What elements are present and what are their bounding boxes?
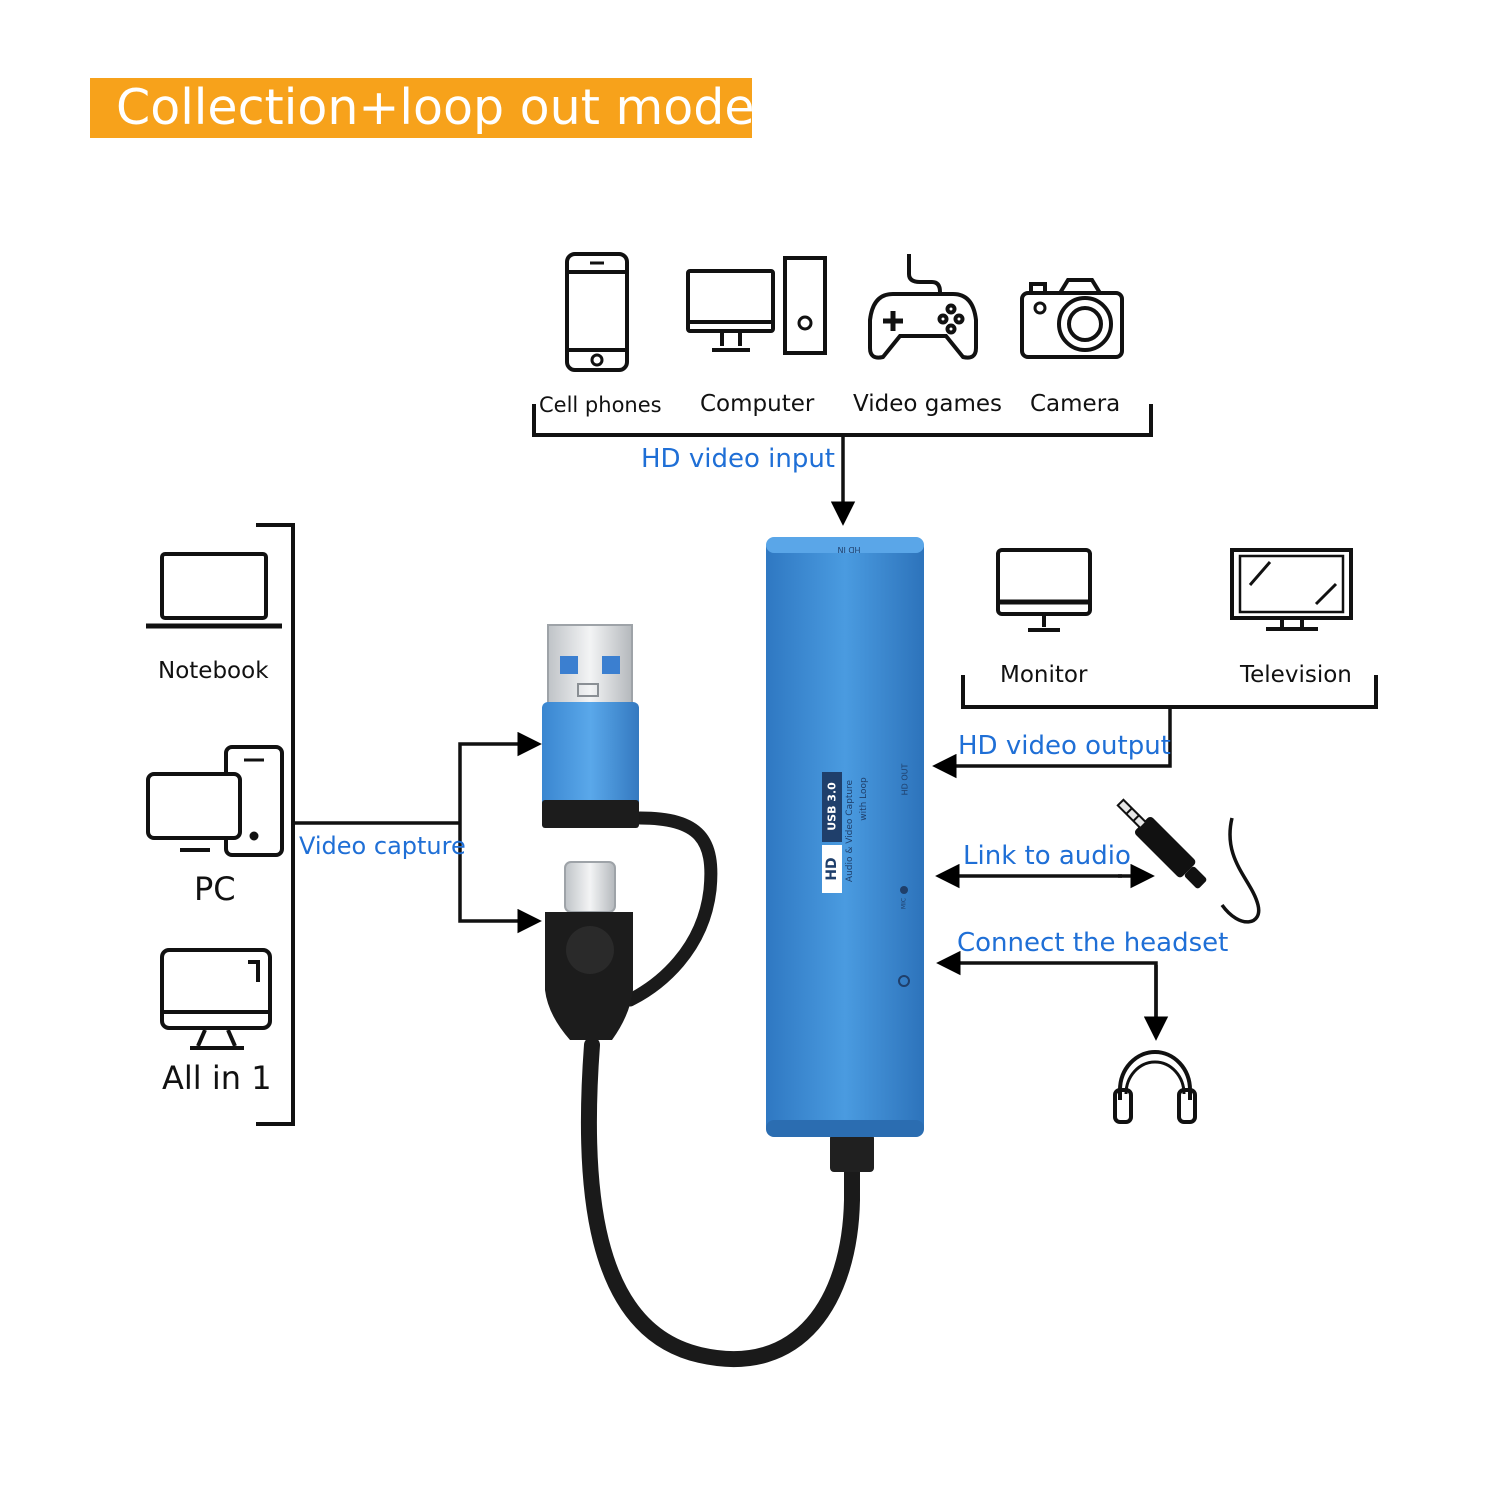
output-arrow [932,708,1172,779]
hd-out-label: HD OUT [900,763,910,796]
cable [580,811,860,1368]
hd-logo: HD [824,857,840,881]
mic-label: MIC [900,897,908,910]
smartphone-icon [565,252,629,372]
host-label-pc: PC [194,870,236,908]
input-label-camera: Camera [1030,391,1121,417]
hd-video-output-label: HD video output [958,731,1171,761]
product-line-2: with Loop [859,777,869,821]
output-label-television: Television [1240,662,1352,688]
output-label-monitor: Monitor [1000,662,1088,688]
product-line-1: Audio & Video Capture [845,779,855,883]
host-label-all-in-1: All in 1 [162,1059,272,1097]
hd-in-label: HD IN [837,545,861,554]
usb-a-plug [542,624,639,828]
video-capture-label: Video capture [299,832,466,860]
input-label-cell-phones: Cell phones [539,393,662,417]
headset-arrow-left [936,950,1158,1034]
hd-video-input-label: HD video input [641,444,835,474]
strain-relief [830,1134,874,1172]
input-label-computer: Computer [700,391,815,417]
camera-icon [1020,278,1124,359]
audio-jack-icon [1116,798,1261,924]
link-to-audio-label: Link to audio [963,841,1131,871]
usb-c-plug [545,861,633,1040]
laptop-icon [146,552,282,629]
usb-a-arrow [458,731,542,823]
page-title: Collection+loop out mode [116,79,755,136]
desktop-tower-icon [686,256,827,355]
output-bracket [961,675,1378,709]
title-banner [90,78,752,138]
headphones-icon [1113,1050,1197,1124]
television-icon [1230,548,1353,631]
monitor-icon [996,548,1092,632]
host-bracket [256,523,295,1126]
usb-label: USB 3.0 [825,782,839,831]
pc-phone-icon [146,745,284,857]
all-in-one-icon [160,948,272,1050]
gamepad-icon [868,254,978,360]
usb-c-arrow [458,823,542,934]
input-bracket [532,404,1153,437]
host-label-notebook: Notebook [158,658,269,684]
connect-headset-label: Connect the headset [957,928,1229,958]
capture-device [766,537,924,1137]
input-label-video-games: Video games [853,391,1002,417]
